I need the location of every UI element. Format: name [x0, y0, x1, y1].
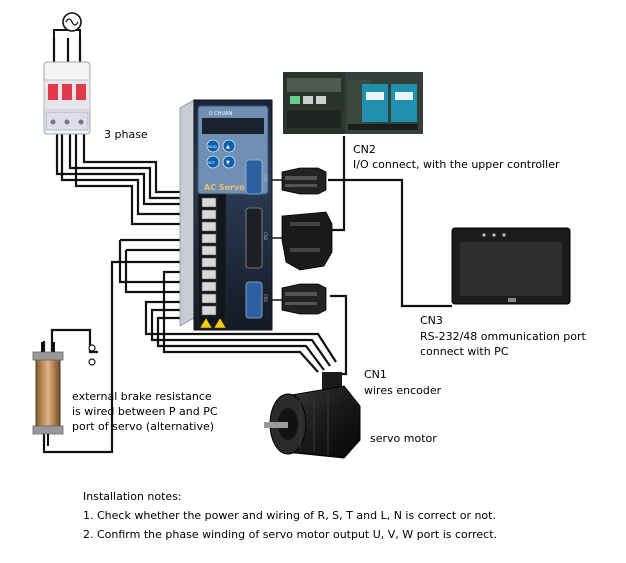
- source-wire: [52, 38, 82, 62]
- label-cn3-desc-1: RS-232/48 ommunication port: [420, 330, 586, 343]
- label-brake-2: is wired between P and PC: [72, 405, 218, 418]
- note-item-1: 1. Check whether the power and wiring of…: [83, 509, 496, 522]
- button-set: SET: [208, 161, 216, 165]
- notes-title: Installation notes:: [83, 490, 182, 503]
- label-cn2-desc: I/O connect, with the upper controller: [353, 158, 560, 171]
- cn3-connector: [281, 167, 327, 195]
- cn2-connector: [281, 211, 333, 271]
- cn1-connector: [281, 283, 327, 315]
- motor-wire-w: [156, 316, 325, 371]
- phase-wire-l: [60, 132, 205, 216]
- plc-controller-icon: [283, 72, 423, 134]
- label-cn1: CN1: [364, 368, 387, 381]
- installation-notes: Installation notes: 1. Check whether the…: [83, 487, 497, 544]
- motor-wire-u: [144, 300, 337, 363]
- label-cn3-desc-2: connect with PC: [420, 345, 509, 358]
- hmi-touchscreen-icon: [451, 227, 571, 305]
- label-brake-3: port of servo (alternative): [72, 420, 215, 433]
- ac-source-icon: [53, 12, 82, 38]
- label-cn2: CN2: [353, 143, 376, 156]
- motor-wire-v: [150, 308, 331, 367]
- servo-motor-icon: [264, 372, 361, 459]
- button-mod: MOD: [208, 145, 217, 149]
- label-cn3: CN3: [420, 314, 443, 327]
- cn2-wire: [330, 136, 346, 232]
- port-label-cn2: CN2: [263, 232, 268, 241]
- drive-model: AC Servo: [204, 183, 245, 192]
- label-servo-motor: servo motor: [370, 432, 437, 445]
- drive-brand: U CHUAN: [209, 111, 233, 117]
- motor-wire-pe: [162, 270, 319, 373]
- button-up: ▲: [226, 144, 230, 150]
- terminal-block: [201, 197, 217, 316]
- phase-wire-n: [74, 132, 205, 226]
- phase-wire-r: [55, 132, 205, 206]
- port-label-cn3: CN3: [263, 174, 268, 183]
- port-label-cn1: CN1: [263, 294, 268, 303]
- brake-resistor-icon: [32, 342, 96, 446]
- circuit-breaker-icon: [43, 61, 91, 135]
- brake-wire-b: [50, 328, 98, 354]
- button-down: ▼: [226, 160, 230, 166]
- servo-drive: [179, 99, 273, 331]
- note-item-2: 2. Confirm the phase winding of servo mo…: [83, 528, 498, 541]
- cn3-wire: [328, 178, 452, 308]
- label-brake-1: external brake resistance: [72, 390, 212, 403]
- phase-wire-s: [68, 132, 205, 200]
- cn1-wire: [330, 294, 348, 376]
- label-cn1-desc: wires encoder: [364, 384, 442, 397]
- label-three-phase: 3 phase: [104, 128, 148, 141]
- phase-wire-t: [82, 132, 205, 194]
